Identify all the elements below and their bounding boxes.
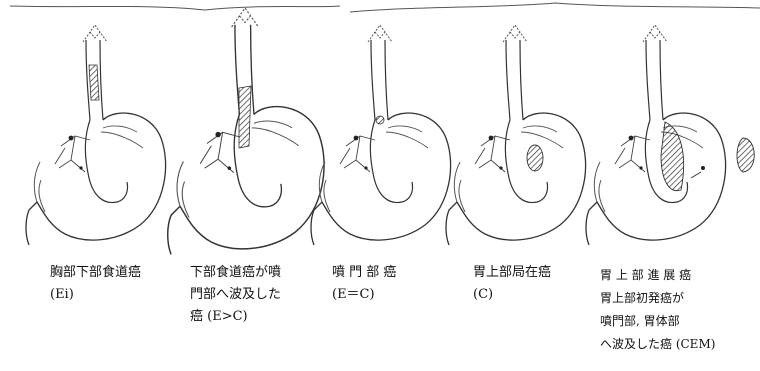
caption-line: 胸部下部食道癌: [50, 262, 141, 284]
caption-line: へ波及した癌 (CEM): [600, 333, 715, 356]
caption-line: 胃上部初発癌が: [600, 287, 715, 310]
caption-line: 門部へ波及した: [190, 284, 281, 306]
caption-line: 噴門部, 胃体部: [600, 310, 715, 333]
caption-line: 癌 (E>C): [190, 306, 281, 328]
top-bracket-left: [10, 6, 340, 10]
stomach-illustration-ei: [26, 25, 166, 245]
caption-line: 胃上部局在癌: [473, 262, 551, 284]
stomach-illustration-cem: [586, 25, 754, 245]
caption-ei: 胸部下部食道癌 (Ei): [50, 262, 141, 306]
caption-line: (E＝C): [332, 284, 396, 306]
caption-line: (Ei): [50, 284, 141, 306]
caption-line: 下部食道癌が噴: [190, 262, 281, 284]
stomach-illustration-e-eq-c: [311, 25, 451, 245]
tumor-mark: [376, 116, 384, 124]
caption-line: 噴 門 部 癌: [332, 262, 396, 284]
tumor-cross-section: [737, 138, 754, 172]
top-bracket-right: [350, 3, 760, 12]
tumor-mark: [527, 145, 543, 171]
caption-c: 胃上部局在癌 (C): [473, 262, 551, 306]
caption-line: (C): [473, 284, 551, 306]
tumor-mark: [89, 65, 99, 100]
caption-e-eq-c: 噴 門 部 癌 (E＝C): [332, 262, 396, 306]
pointer-dot: [701, 166, 705, 170]
stomach-illustration-c: [446, 25, 586, 245]
pointer-line: [691, 172, 701, 178]
caption-e-gt-c: 下部食道癌が噴 門部へ波及した 癌 (E>C): [190, 262, 281, 328]
stomach-illustration-e-gt-c: [168, 8, 324, 254]
caption-line: 胃 上 部 進 展 癌: [600, 264, 715, 287]
caption-cem: 胃 上 部 進 展 癌 胃上部初発癌が 噴門部, 胃体部 へ波及した癌 (CEM…: [600, 264, 715, 356]
tumor-mark: [661, 122, 684, 191]
tumor-mark: [239, 86, 251, 148]
